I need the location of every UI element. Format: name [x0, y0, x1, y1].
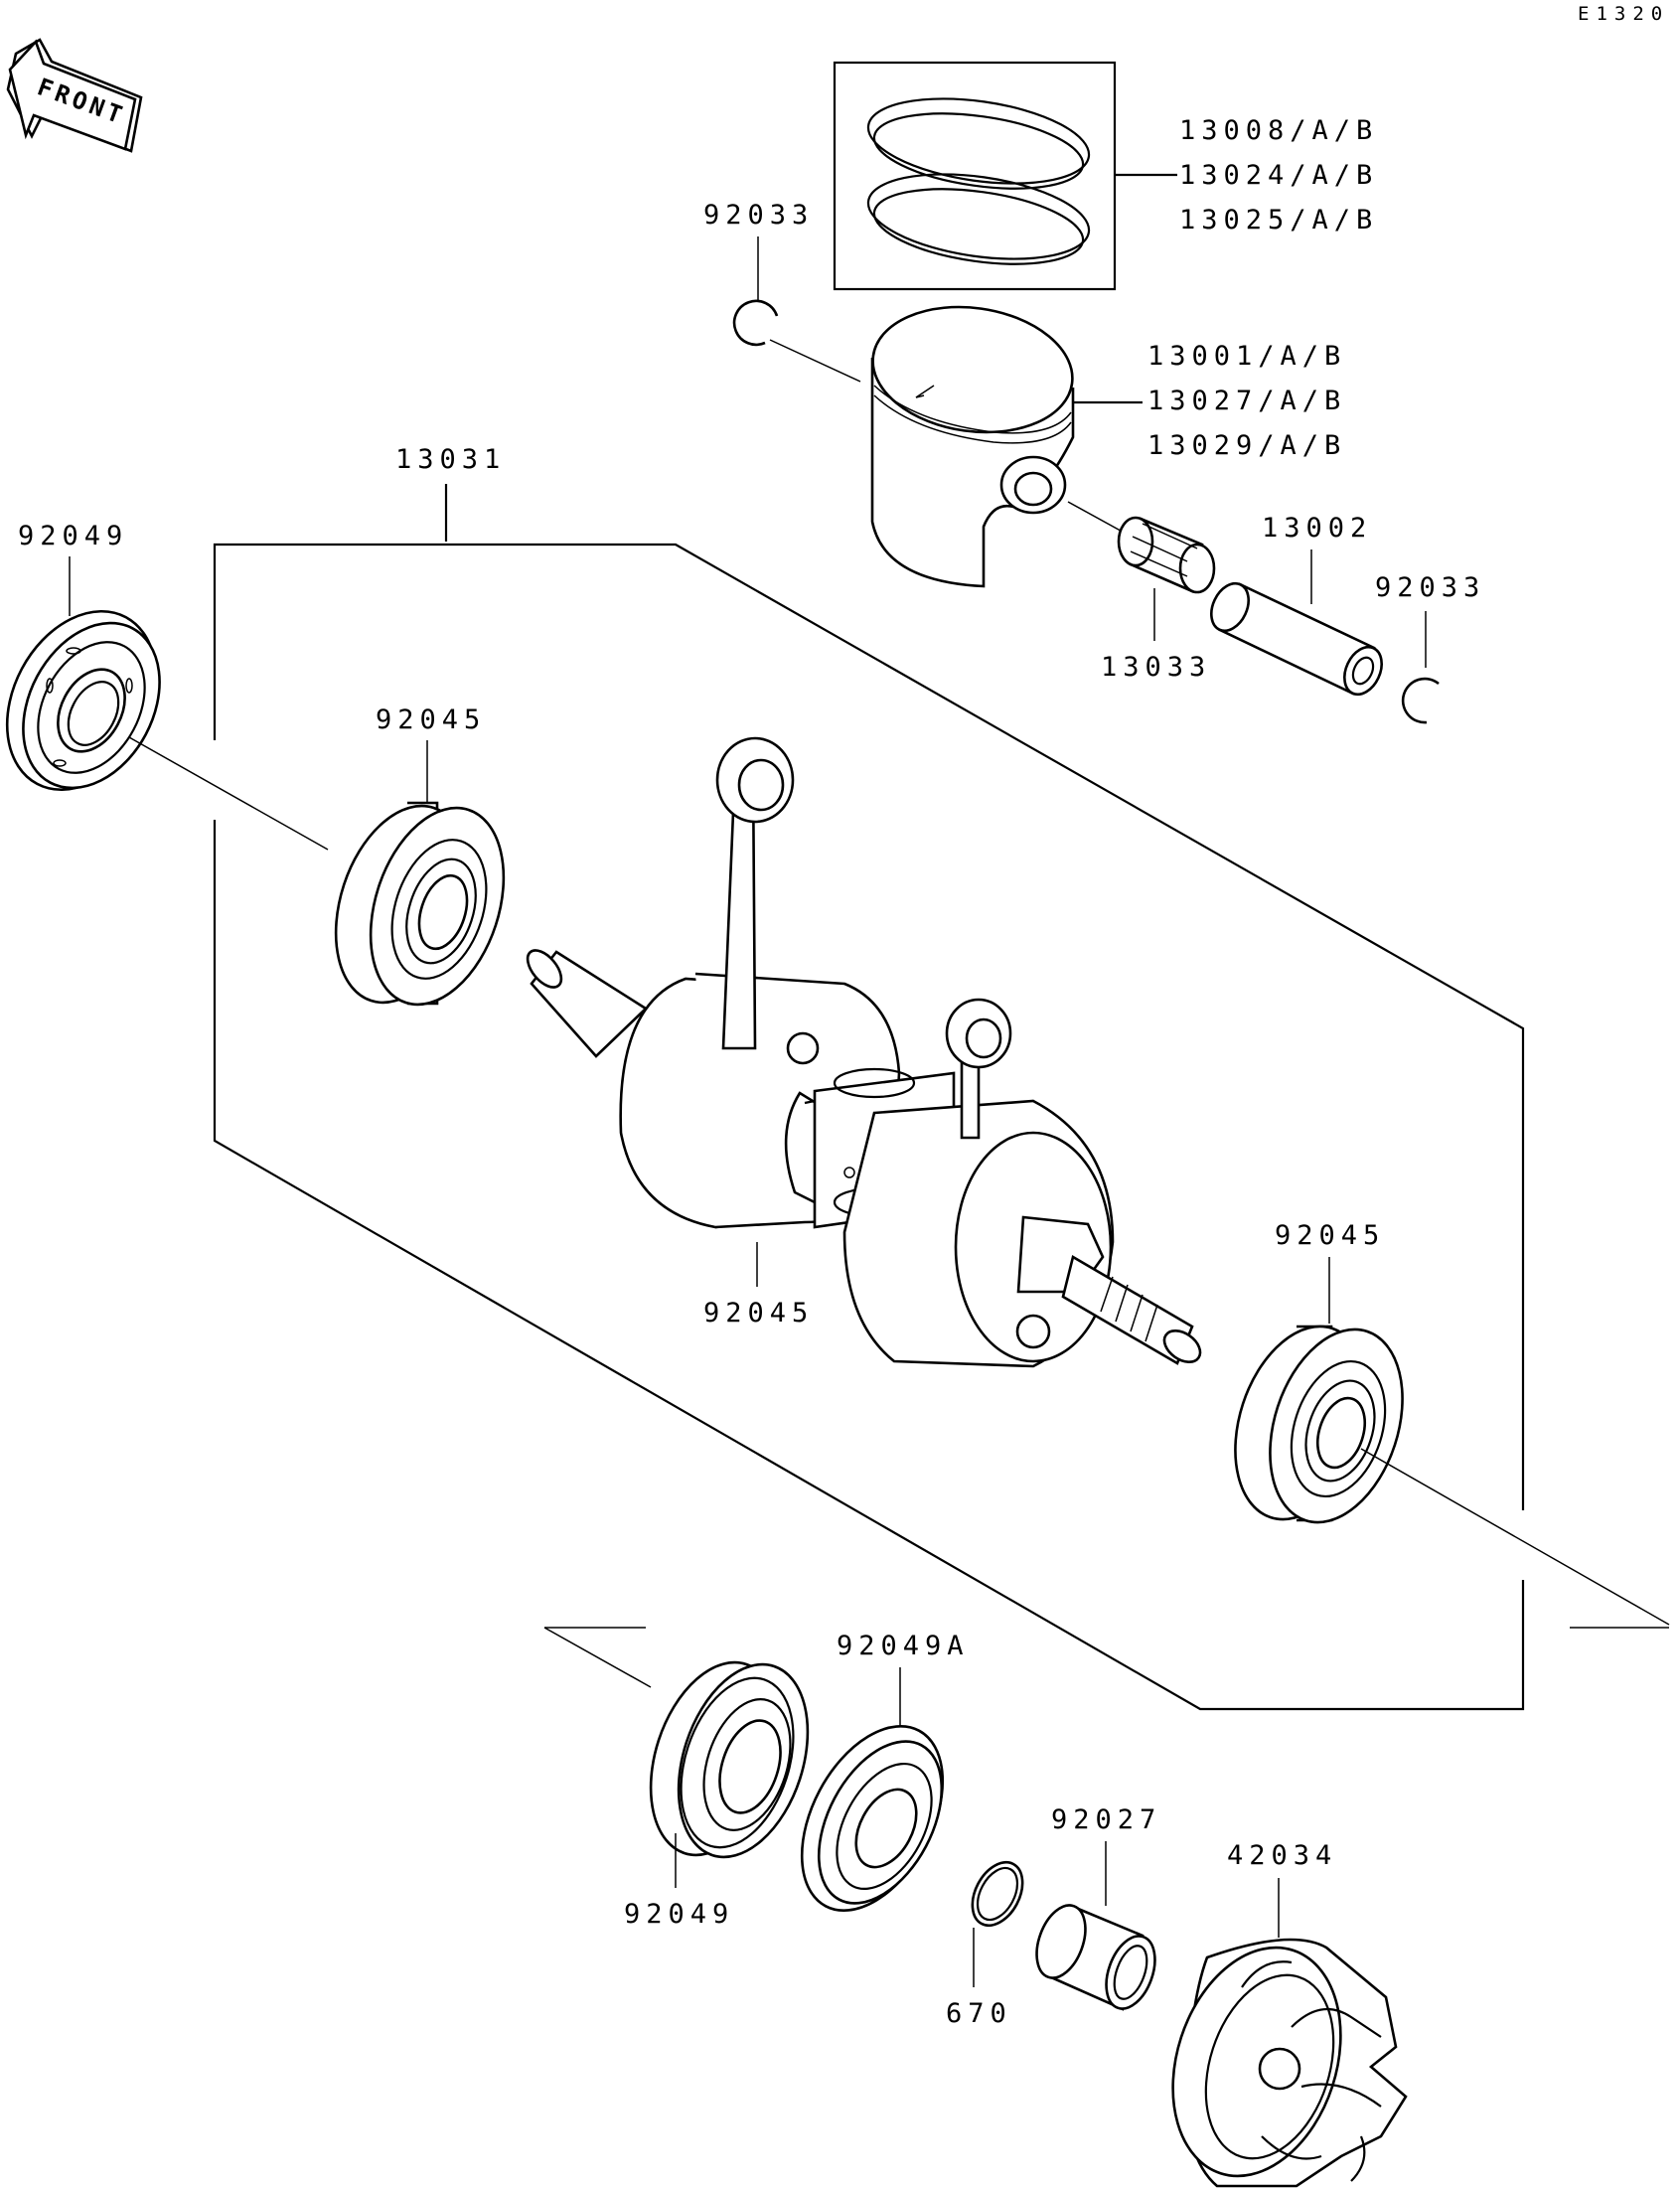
label-clip-right: 92033	[1375, 572, 1485, 603]
o-ring	[971, 1860, 1024, 1928]
label-crank-assy: 13031	[395, 444, 506, 475]
ball-bearing-right	[1234, 1325, 1404, 1524]
oil-seal-bottom	[649, 1660, 810, 1859]
label-ring-2: 13024/A/B	[1179, 160, 1378, 191]
label-seal-top-left: 92049	[18, 521, 128, 551]
needle-bearing	[1117, 516, 1216, 594]
diagram-code: E1320	[1578, 3, 1669, 25]
label-piston-2: 13027/A/B	[1147, 386, 1346, 416]
oil-seal-bottom-a	[800, 1725, 945, 1912]
piston	[870, 305, 1143, 588]
label-bearing-center: 92045	[703, 1298, 814, 1328]
label-piston-1: 13001/A/B	[1147, 341, 1346, 372]
label-ring-3: 13025/A/B	[1179, 205, 1378, 235]
label-pin: 13002	[1262, 513, 1372, 544]
piston-rings	[833, 61, 1177, 291]
front-arrow-icon: FRONT	[6, 38, 143, 153]
label-needle-bearing: 13033	[1101, 652, 1211, 683]
label-clip-top: 92033	[703, 200, 814, 231]
label-seal-bottom-a: 92049A	[837, 1631, 970, 1661]
impeller	[1171, 1938, 1408, 2188]
crank-assy-frame	[213, 484, 1525, 1711]
label-bearing-left: 92045	[376, 704, 486, 735]
collar	[1035, 1904, 1156, 2011]
label-o-ring: 670	[946, 1998, 1012, 2029]
crankshaft	[526, 736, 1202, 1368]
label-bearing-right: 92045	[1275, 1220, 1385, 1251]
oil-seal-top-left	[5, 609, 161, 792]
label-collar: 92027	[1051, 1804, 1161, 1835]
piston-pin	[1210, 581, 1383, 697]
label-ring-1: 13008/A/B	[1179, 115, 1378, 146]
circlip-top	[732, 299, 779, 347]
label-impeller: 42034	[1227, 1840, 1337, 1871]
circlip-right	[1401, 677, 1440, 724]
label-piston-3: 13029/A/B	[1147, 430, 1346, 461]
ball-bearing-left	[334, 801, 506, 1007]
label-seal-bottom: 92049	[624, 1899, 734, 1930]
